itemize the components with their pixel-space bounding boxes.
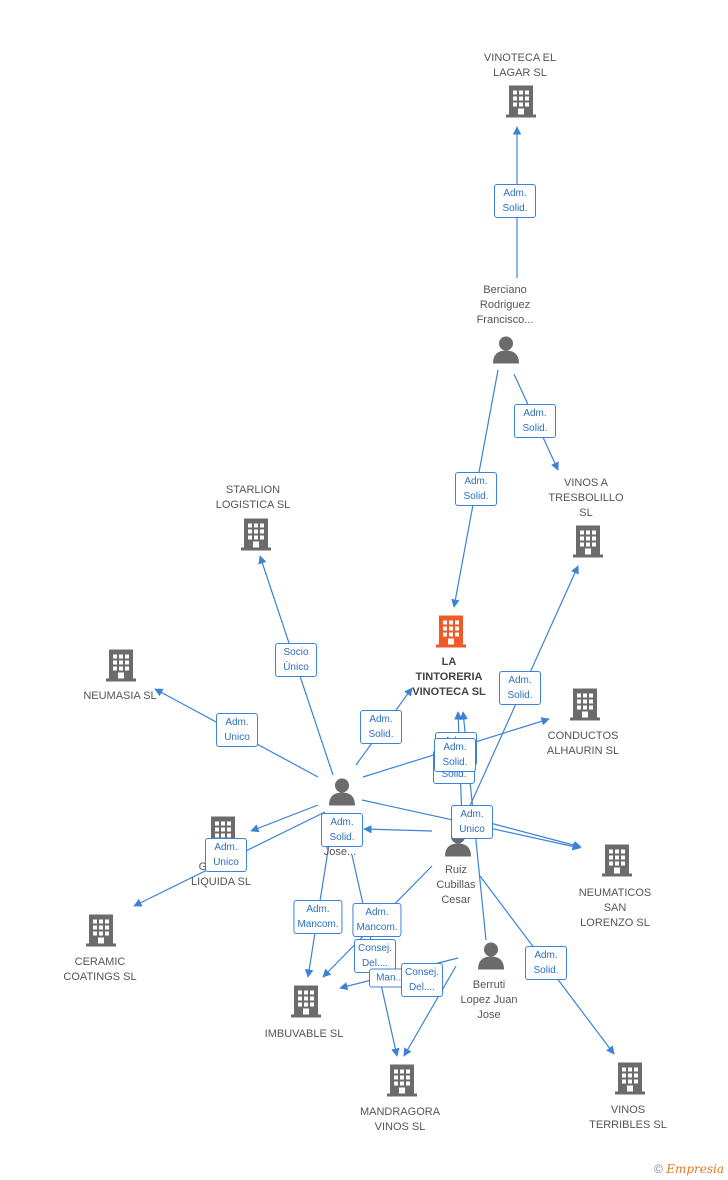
edge-label[interactable]: Adm. Solid. [514,404,556,438]
edge-label[interactable]: Man... [369,968,411,988]
edge-label[interactable]: Adm. Solid. [455,472,497,506]
building-icon[interactable] [570,687,600,726]
edge-berruti-mandragora [403,965,457,1057]
edge-label[interactable]: Socio Único [275,643,317,677]
edge-label[interactable]: Adm. Unico [205,838,247,872]
edge-label[interactable]: Adm. Unico [216,713,258,747]
node-label-ruiz[interactable]: Ruiz Cubillas Cesar [436,864,476,906]
edge-ruiz-geometria [363,825,433,834]
building-icon[interactable] [241,517,271,556]
building-icon[interactable] [291,984,321,1023]
edge-jose-geometria [250,804,319,833]
node-label-center[interactable]: LA TINTORERIA VINOTECA SL [412,656,486,698]
edge-label[interactable]: Consej. Del.... [401,963,443,997]
building-icon[interactable] [602,843,632,882]
building-icon[interactable] [615,1061,645,1100]
person-icon[interactable] [327,777,357,812]
edge-label[interactable]: Adm. Solid. [525,946,567,980]
node-label-berciano[interactable]: Berciano Rodriguez Francisco... [476,284,534,326]
copyright-symbol: © [654,1162,663,1176]
brand-logo[interactable]: Empresia [666,1162,724,1176]
node-label-vinos_tresbolillo[interactable]: VINOS A TRESBOLILLO SL [548,477,624,519]
edge-ruiz-neumaticos [489,822,582,850]
edge-label[interactable]: Adm. Mancom. [293,900,343,934]
building-icon[interactable] [436,614,466,653]
building-icon[interactable] [506,84,536,123]
edge-label[interactable]: Adm. Solid. [499,671,541,705]
node-label-ceramic[interactable]: CERAMIC COATINGS SL [63,956,137,983]
person-icon[interactable] [476,941,506,976]
node-label-starlion[interactable]: STARLION LOGISTICA SL [215,484,291,511]
node-label-mandragora[interactable]: MANDRAGORA VINOS SL [359,1106,441,1133]
node-label-berruti[interactable]: Berruti Lopez Juan Jose [460,979,518,1021]
building-icon[interactable] [387,1063,417,1102]
edge-label[interactable]: Adm. Mancom. [352,903,402,937]
node-label-conductos[interactable]: CONDUCTOS ALHAURIN SL [546,730,620,757]
footer-brand: © Empresia [654,1162,724,1176]
node-label-neumasia[interactable]: NEUMASIA SL [83,690,157,702]
edge-label[interactable]: Adm. Solid. [321,813,363,847]
node-label-vinos_terribles[interactable]: VINOS TERRIBLES SL [589,1104,667,1131]
building-icon[interactable] [106,648,136,687]
edge-label[interactable]: Adm. Solid. [494,184,536,218]
node-label-imbuvable[interactable]: IMBUVABLE SL [264,1028,344,1040]
node-label-vinoteca_lagar[interactable]: VINOTECA EL LAGAR SL [483,52,557,79]
building-icon[interactable] [573,524,603,563]
edge-label[interactable]: Adm. Solid. [434,738,476,772]
person-icon[interactable] [491,335,521,370]
edge-label[interactable]: Adm. Unico [451,805,493,839]
building-icon[interactable] [86,913,116,952]
node-label-neumaticos[interactable]: NEUMATICOS SAN LORENZO SL [578,887,652,929]
edge-label[interactable]: Adm. Solid. [360,710,402,744]
